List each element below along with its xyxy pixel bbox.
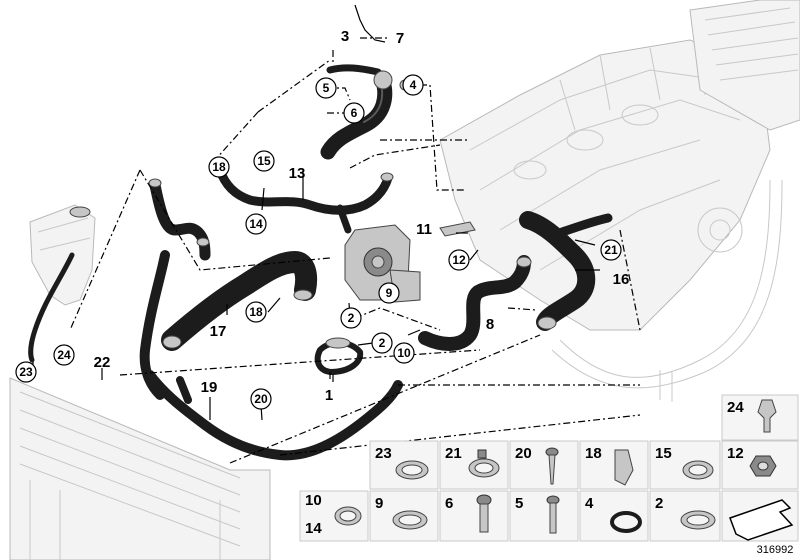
- label-16: 16: [613, 271, 630, 288]
- label-21: 21: [604, 243, 618, 257]
- table-label-4: 4: [585, 495, 594, 512]
- clip-18-icon: [614, 449, 634, 486]
- thermostat-1: [314, 337, 364, 375]
- table-label-12: 12: [727, 445, 744, 462]
- hose-17: [161, 251, 318, 351]
- direction-arrow-icon: [729, 499, 794, 541]
- label-20: 20: [254, 392, 268, 406]
- label-2a: 2: [348, 311, 355, 325]
- callout-circle-23: [15, 361, 37, 383]
- label-5: 5: [323, 81, 330, 95]
- leader-lines: [32, 37, 641, 464]
- hose-clamp-23-icon: [395, 460, 429, 480]
- table-cell-20: [509, 440, 579, 490]
- hose-upper-left: [139, 178, 211, 400]
- label-15: 15: [257, 154, 271, 168]
- front-radiator-ghost: [9, 377, 271, 560]
- callout-circle-24: [53, 344, 75, 366]
- bolt-5-icon: [546, 495, 560, 534]
- table-label-15: 15: [655, 445, 672, 462]
- clip-24-icon: [757, 399, 777, 433]
- table-label-20: 20: [515, 445, 532, 462]
- callout-circle-6: [343, 102, 365, 124]
- hex-nut-12-icon: [749, 455, 777, 477]
- label-18b: 18: [249, 305, 263, 319]
- bolt-6-icon: [476, 494, 492, 533]
- table-label-23: 23: [375, 445, 392, 462]
- label-1: 1: [325, 387, 333, 404]
- label-22: 22: [94, 354, 111, 371]
- label-8: 8: [486, 316, 494, 333]
- callout-circle-15: [253, 150, 275, 172]
- callout-circle-2a: [340, 307, 362, 329]
- hose-clamp-15-icon: [682, 460, 714, 480]
- hose-clamp-21-icon: [468, 449, 500, 478]
- upper-right-radiator-ghost: [689, 0, 800, 131]
- hose-clamp-2-icon: [680, 510, 716, 530]
- table-label-2: 2: [655, 495, 663, 512]
- table-label-10: 10: [305, 492, 322, 509]
- hose-clamp-9-icon: [392, 510, 428, 530]
- callout-circle-10: [393, 342, 415, 364]
- callout-circle-4: [402, 74, 424, 96]
- callout-circle-9: [378, 282, 400, 304]
- label-11: 11: [416, 221, 432, 238]
- table-label-24: 24: [727, 399, 744, 416]
- hose-19: [145, 370, 403, 461]
- label-24: 24: [57, 348, 71, 362]
- label-2b: 2: [379, 336, 386, 350]
- callout-circle-18b: [245, 301, 267, 323]
- label-10: 10: [397, 346, 411, 360]
- callout-labels: 3 7 4 5 6 18 15 13 14 11 12 21 16 9 8 18…: [15, 28, 630, 410]
- table-label-14: 14: [305, 520, 322, 537]
- callout-circle-18a: [208, 156, 230, 178]
- label-7: 7: [396, 30, 404, 47]
- table-label-5: 5: [515, 495, 523, 512]
- label-19: 19: [201, 379, 218, 396]
- bracket-11: [439, 221, 476, 237]
- label-3: 3: [341, 28, 349, 45]
- o-ring-4-icon: [610, 511, 642, 533]
- hose-3: [326, 64, 411, 91]
- expansion-tank-ghost: [29, 204, 96, 306]
- table-label-6: 6: [445, 495, 453, 512]
- label-18a: 18: [212, 160, 226, 174]
- label-9: 9: [386, 286, 393, 300]
- hose-16: [519, 211, 613, 331]
- label-4: 4: [410, 78, 417, 92]
- table-label-18: 18: [585, 445, 602, 462]
- table-label-21: 21: [445, 445, 462, 462]
- parts-table: 24 23 21 20 18 15 12 10 14 9 6 5: [299, 394, 799, 542]
- callout-circle-14: [245, 213, 267, 235]
- screw-20-icon: [545, 447, 559, 485]
- callout-circle-21: [600, 239, 622, 261]
- table-label-9: 9: [375, 495, 383, 512]
- image-number: 316992: [757, 544, 794, 556]
- label-14: 14: [249, 217, 263, 231]
- right-pipe-ghost: [551, 179, 783, 402]
- callout-circle-12: [448, 249, 470, 271]
- label-23: 23: [19, 365, 33, 379]
- table-cell-24: [721, 394, 799, 441]
- callout-circle-2b: [371, 332, 393, 354]
- bracket-7: [354, 4, 386, 43]
- hose-22-23: [28, 252, 75, 363]
- callout-circle-20: [250, 388, 272, 410]
- table-cell-5: [509, 490, 579, 542]
- label-6: 6: [351, 106, 358, 120]
- table-cell-6: [439, 490, 509, 542]
- table-cell-9: [369, 490, 439, 542]
- label-17: 17: [210, 323, 227, 340]
- callout-circle-5: [315, 77, 337, 99]
- label-13: 13: [289, 165, 306, 182]
- table-cell-18: [579, 440, 649, 490]
- hose-8: [418, 255, 532, 351]
- label-12: 12: [452, 253, 466, 267]
- hose-clamp-10-icon: [334, 506, 362, 526]
- hose-13: [215, 165, 394, 234]
